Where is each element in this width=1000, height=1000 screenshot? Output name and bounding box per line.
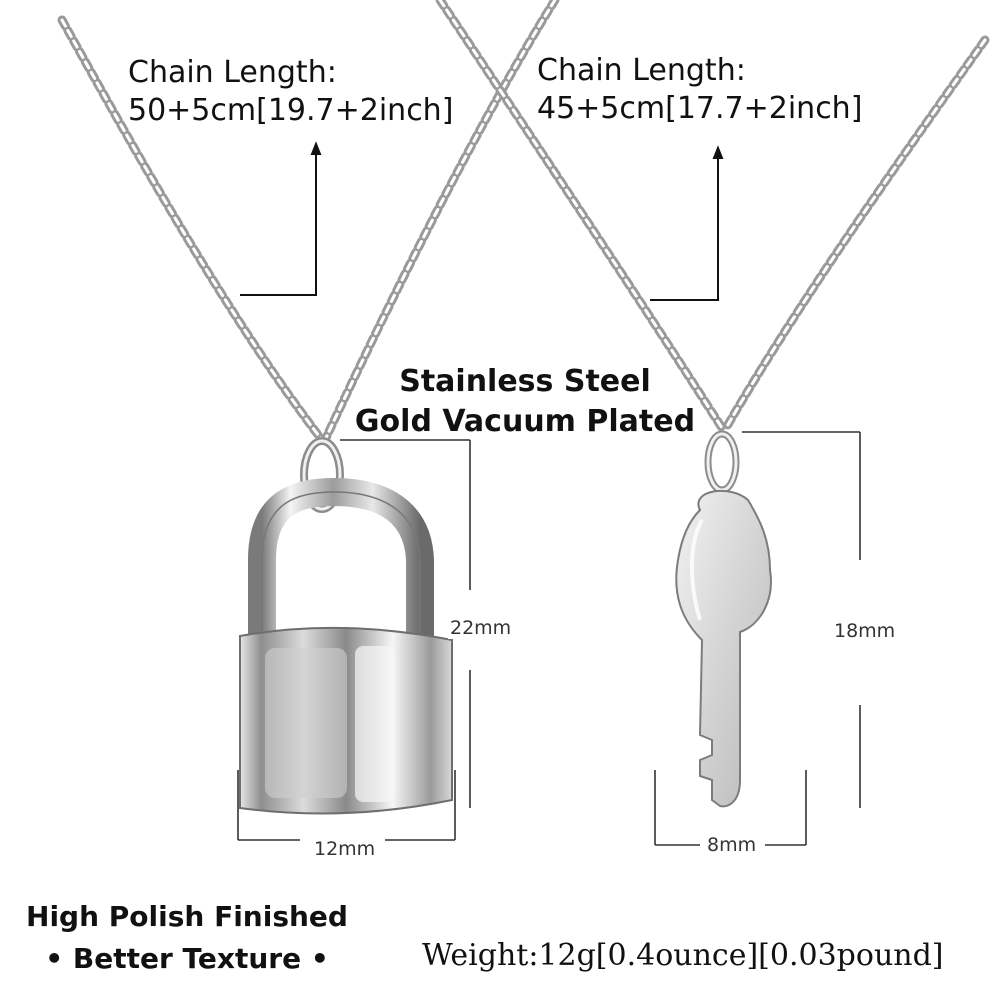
chain-length-right-title: Chain Length: [537, 53, 746, 88]
padlock-height-label: 22mm [448, 617, 514, 639]
key-width-label: 8mm [705, 834, 759, 856]
chain-left-necklace [57, 0, 560, 445]
finish-line-1: High Polish Finished [26, 900, 348, 933]
material-line-1: Stainless Steel [399, 364, 651, 399]
arrow-up-icon [650, 145, 724, 301]
weight-caption: Weight:12g[0.4ounce][0.03pound] [422, 938, 944, 973]
finish-caption: High Polish Finished • Better Texture • [0, 896, 374, 980]
padlock-width-label: 12mm [312, 838, 378, 860]
chain-length-left-title: Chain Length: [128, 55, 337, 90]
material-line-2: Gold Vacuum Plated [354, 404, 696, 439]
dimension-lines-padlock [237, 439, 471, 841]
finish-line-2: • Better Texture • [45, 942, 329, 975]
key-height-label: 18mm [832, 620, 898, 642]
key-pendant [675, 430, 772, 808]
chain-length-left: Chain Length: 50+5cm[19.7+2inch] [128, 54, 453, 130]
arrow-up-icon [240, 141, 322, 296]
padlock-pendant [239, 437, 453, 815]
chain-length-right: Chain Length: 45+5cm[17.7+2inch] [537, 52, 862, 128]
chain-length-left-value: 50+5cm[19.7+2inch] [128, 93, 454, 128]
dimension-lines-key [654, 431, 861, 846]
material-caption: Stainless Steel Gold Vacuum Plated [330, 362, 720, 442]
chain-length-right-value: 45+5cm[17.7+2inch] [537, 91, 863, 126]
chain-right-necklace [435, 0, 990, 433]
